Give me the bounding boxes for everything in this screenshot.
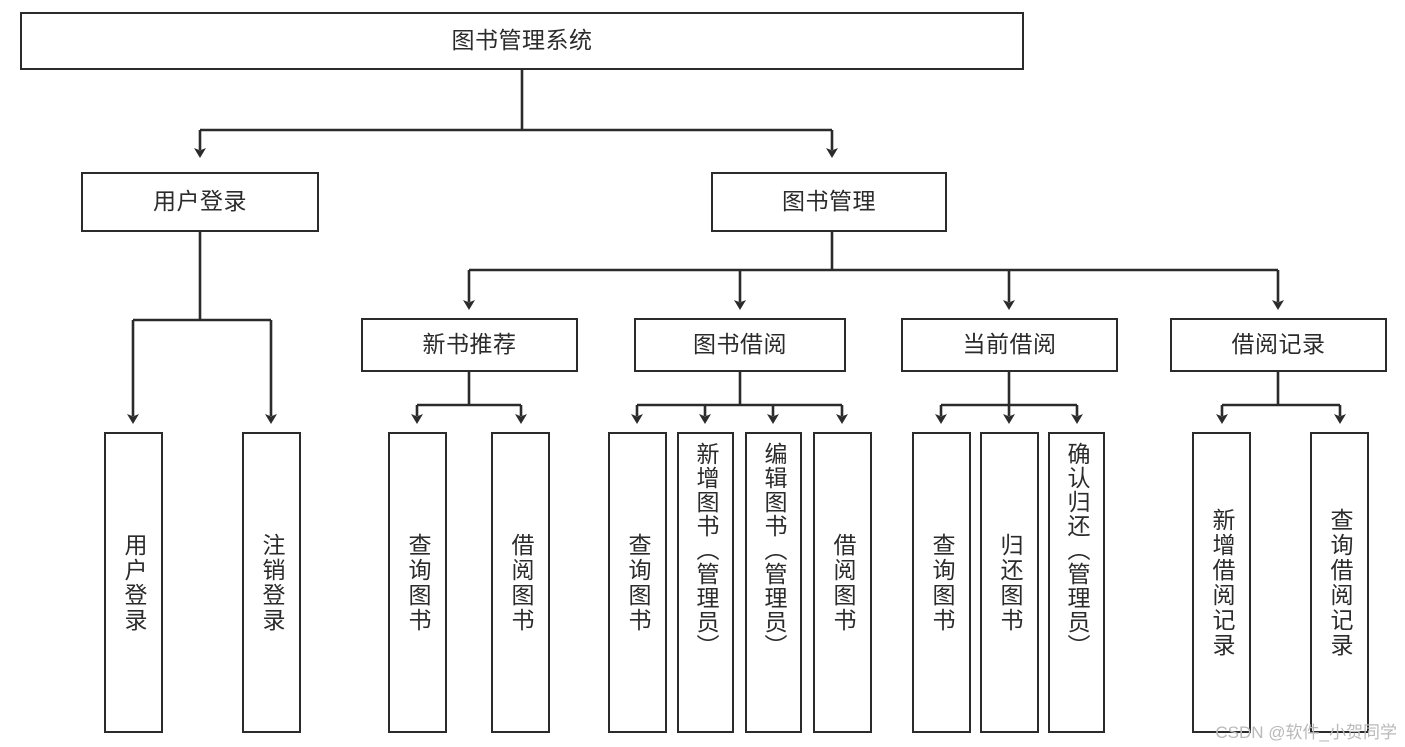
node-leaf-add-book-label: 新增图书（管理员） — [693, 442, 719, 658]
node-leaf-borrow-book-2-label: 借阅图书 — [830, 532, 856, 633]
node-leaf-add-record-label: 新增借阅记录 — [1209, 507, 1235, 658]
node-leaf-query-record[interactable]: 查询借阅记录 — [1310, 432, 1369, 733]
node-leaf-user-login-label: 用户登录 — [121, 532, 147, 633]
node-leaf-logout-login[interactable]: 注销登录 — [242, 432, 301, 733]
node-leaf-query-book-3-label: 查询图书 — [929, 532, 955, 633]
node-root-label: 图书管理系统 — [451, 27, 593, 54]
node-leaf-edit-book-label: 编辑图书（管理员） — [761, 442, 787, 658]
node-book-borrow[interactable]: 图书借阅 — [634, 318, 846, 372]
node-borrow-record-label: 借阅记录 — [1231, 331, 1326, 358]
node-current-borrow-label: 当前借阅 — [962, 331, 1057, 358]
node-leaf-borrow-book-1-label: 借阅图书 — [508, 532, 534, 633]
node-leaf-query-book-2-label: 查询图书 — [625, 532, 651, 633]
node-leaf-confirm-return-label: 确认归还（管理员） — [1064, 442, 1090, 658]
node-leaf-add-record[interactable]: 新增借阅记录 — [1192, 432, 1251, 733]
watermark-text: CSDN @软件_小贺同学 — [1215, 723, 1397, 742]
node-leaf-query-book-2[interactable]: 查询图书 — [608, 432, 667, 733]
node-leaf-query-book-1[interactable]: 查询图书 — [388, 432, 447, 733]
node-leaf-return-book[interactable]: 归还图书 — [980, 432, 1039, 733]
node-book-manage[interactable]: 图书管理 — [711, 172, 947, 232]
node-root[interactable]: 图书管理系统 — [20, 12, 1024, 70]
node-leaf-query-book-1-label: 查询图书 — [405, 532, 431, 633]
node-user-login-label: 用户登录 — [153, 188, 247, 215]
node-current-borrow[interactable]: 当前借阅 — [901, 318, 1118, 372]
node-leaf-borrow-book-1[interactable]: 借阅图书 — [491, 432, 550, 733]
node-leaf-query-record-label: 查询借阅记录 — [1327, 507, 1353, 658]
node-leaf-logout-login-label: 注销登录 — [259, 532, 285, 633]
node-new-book-recommend[interactable]: 新书推荐 — [361, 318, 578, 372]
node-new-book-recommend-label: 新书推荐 — [422, 331, 517, 358]
node-book-manage-label: 图书管理 — [782, 188, 876, 215]
node-book-borrow-label: 图书借阅 — [693, 331, 787, 358]
node-leaf-user-login[interactable]: 用户登录 — [104, 432, 163, 733]
node-leaf-add-book[interactable]: 新增图书（管理员） — [677, 432, 734, 733]
node-leaf-return-book-label: 归还图书 — [997, 532, 1023, 633]
node-user-login[interactable]: 用户登录 — [81, 172, 319, 232]
node-leaf-edit-book[interactable]: 编辑图书（管理员） — [745, 432, 802, 733]
node-leaf-query-book-3[interactable]: 查询图书 — [912, 432, 971, 733]
node-borrow-record[interactable]: 借阅记录 — [1170, 318, 1387, 372]
node-leaf-confirm-return[interactable]: 确认归还（管理员） — [1048, 432, 1105, 733]
node-leaf-borrow-book-2[interactable]: 借阅图书 — [813, 432, 872, 733]
